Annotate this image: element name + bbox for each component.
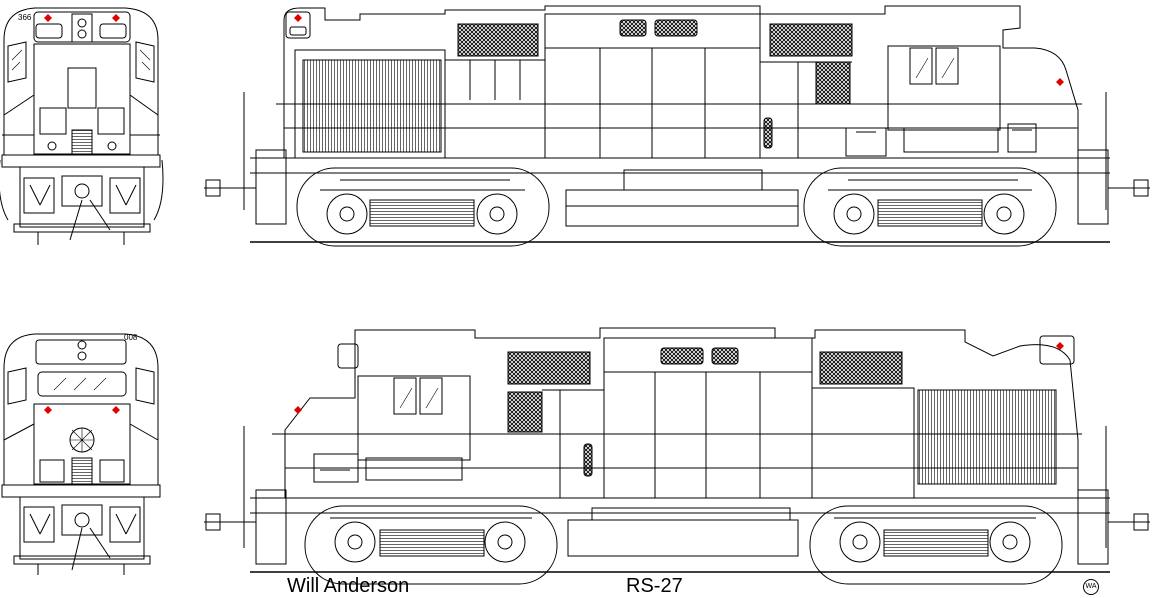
front-end-view bbox=[0, 7, 164, 245]
rear-number-board: 008 bbox=[124, 333, 138, 342]
artist-monogram: WA bbox=[1083, 579, 1099, 595]
model-label: RS-27 bbox=[626, 575, 683, 597]
truck-upper-rear bbox=[803, 167, 1057, 247]
author-credit: Will Anderson bbox=[287, 575, 410, 597]
truck-lower-front bbox=[304, 505, 558, 585]
marker-light-icon bbox=[1056, 342, 1064, 350]
side-view-lower bbox=[204, 327, 1150, 585]
marker-light-icon bbox=[294, 406, 302, 414]
side-view-upper bbox=[204, 5, 1150, 247]
front-number-board: 366 bbox=[18, 13, 32, 22]
marker-light-icon bbox=[44, 406, 52, 414]
marker-light-icon bbox=[1056, 78, 1064, 86]
truck-lower-rear bbox=[809, 505, 1063, 585]
rear-end-view bbox=[1, 333, 161, 575]
truck-upper-front bbox=[296, 167, 550, 247]
marker-lights bbox=[44, 14, 1064, 414]
marker-light-icon bbox=[112, 406, 120, 414]
marker-light-icon bbox=[294, 14, 302, 22]
marker-light-icon bbox=[44, 14, 52, 22]
marker-light-icon bbox=[112, 14, 120, 22]
